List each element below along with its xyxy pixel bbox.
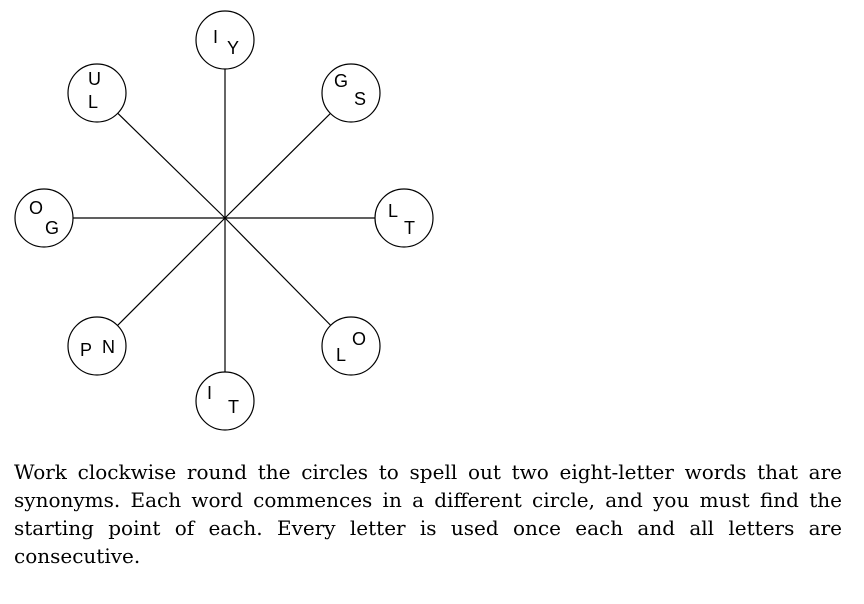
circle-outline <box>321 63 381 123</box>
spoke-top-left <box>96 92 226 219</box>
circle-letter: G <box>45 218 59 238</box>
circle-letter: I <box>213 27 218 47</box>
circle-outline <box>321 316 381 376</box>
circle-letter: I <box>207 383 212 403</box>
circle-outline <box>14 188 74 248</box>
spoke-bottom-left <box>96 217 226 347</box>
wheel-spokes <box>44 40 404 401</box>
circle-letter: L <box>336 345 346 365</box>
letter-wheel-diagram: I Y G S L T O L I T P N O G U L <box>14 10 434 431</box>
circle-letter: O <box>352 329 366 349</box>
circle-letter: U <box>88 69 101 89</box>
circle-outline <box>195 371 255 431</box>
circle-letter: G <box>334 71 348 91</box>
puzzle-instructions: Work clockwise round the circles to spel… <box>14 460 842 568</box>
circle-letter: L <box>88 92 98 112</box>
circle-letter: T <box>228 397 239 417</box>
letter-circle-bottom: I T <box>195 371 255 431</box>
circle-letter: L <box>388 201 398 221</box>
circle-letter: Y <box>227 38 239 58</box>
circle-letter: N <box>102 337 115 357</box>
circle-outline <box>195 10 255 70</box>
letter-circle-left: O G <box>14 188 74 248</box>
circle-outline <box>374 188 434 248</box>
circle-outline <box>67 63 127 123</box>
spoke-bottom-right <box>224 217 352 347</box>
circle-letter: P <box>80 340 92 360</box>
letter-circle-top: I Y <box>195 10 255 70</box>
circle-outline <box>67 316 127 376</box>
letter-circle-bottom-left: P N <box>67 316 127 376</box>
circle-letter: S <box>354 89 366 109</box>
circle-letter: T <box>404 218 415 238</box>
letter-circle-right: L T <box>374 188 434 248</box>
letter-circle-top-right: G S <box>321 63 381 123</box>
letter-circle-bottom-right: O L <box>321 316 381 376</box>
letter-circle-top-left: U L <box>67 63 127 123</box>
circle-letter: O <box>29 198 43 218</box>
